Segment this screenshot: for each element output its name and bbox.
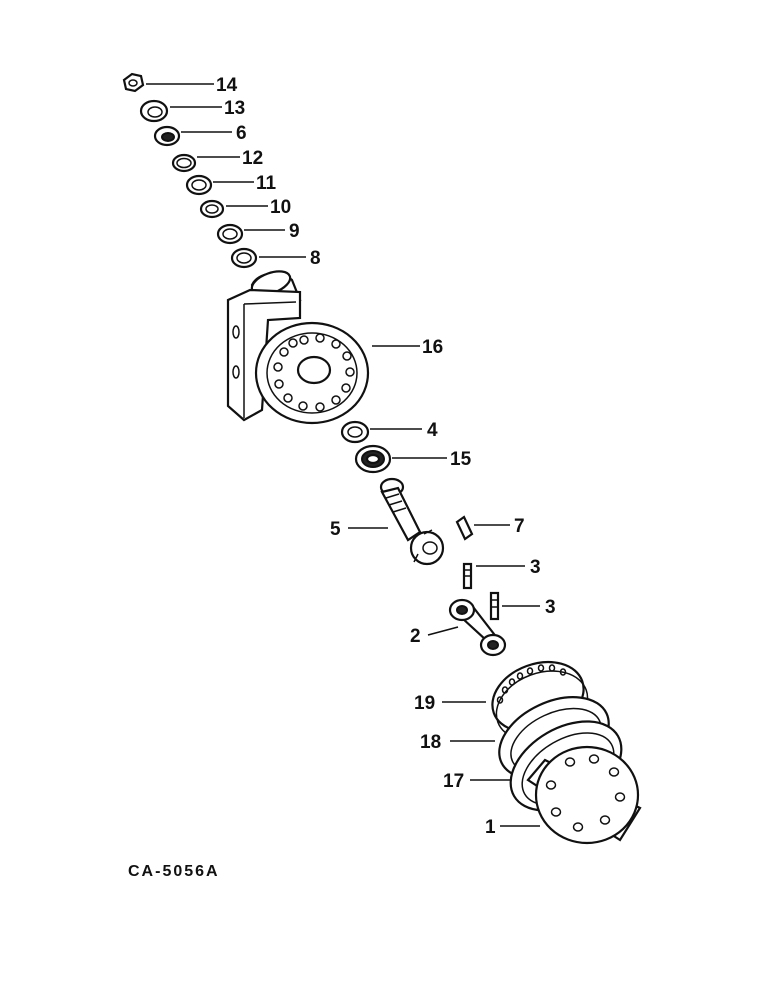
leader-lines (146, 83, 540, 827)
callout-labels: 14 13 6 12 11 10 9 8 16 4 15 5 7 3 3 2 1… (216, 75, 556, 838)
part-16-housing (226, 270, 370, 425)
housing-bolt-holes (273, 333, 355, 412)
callout-3-upper: 3 (530, 557, 541, 578)
callout-10: 10 (270, 197, 291, 218)
part-3-pin-upper (462, 562, 473, 590)
drawing-id-label: CA-5056A (128, 863, 220, 880)
callout-7: 7 (514, 516, 525, 537)
callout-1: 1 (485, 817, 496, 838)
callout-2: 2 (410, 626, 421, 647)
part-15-needle-bearing (354, 444, 392, 474)
part-10-ring (199, 199, 225, 219)
callout-13: 13 (224, 98, 245, 119)
part-14-nut (122, 72, 145, 93)
part-1-end-cap (526, 745, 642, 845)
part-3-pin-lower (489, 591, 500, 621)
part-4-seal (340, 420, 370, 444)
part-7-pin (455, 515, 474, 541)
part-9-seal (216, 223, 244, 245)
end-cap-bolt-holes (545, 754, 626, 832)
callout-15: 15 (450, 449, 472, 470)
callout-17: 17 (443, 771, 464, 792)
part-8-seal (230, 247, 258, 269)
callout-18: 18 (420, 732, 441, 753)
part-12-snap-ring (171, 153, 197, 173)
part-2-link (448, 598, 507, 657)
carrier-holes (496, 664, 567, 714)
callout-6: 6 (236, 123, 247, 144)
callout-8: 8 (310, 248, 321, 269)
part-5-shaft (379, 477, 445, 566)
callout-4: 4 (427, 420, 438, 441)
callout-11: 11 (256, 173, 277, 194)
part-6-bearing (153, 125, 181, 147)
callout-5: 5 (330, 519, 341, 540)
callout-3-lower: 3 (545, 597, 556, 618)
callout-14: 14 (216, 75, 238, 96)
callout-19: 19 (414, 693, 435, 714)
callout-16: 16 (422, 337, 443, 358)
part-11-ring (185, 174, 213, 196)
callout-9: 9 (289, 221, 300, 242)
part-13-washer (139, 99, 169, 123)
callout-12: 12 (242, 148, 263, 169)
